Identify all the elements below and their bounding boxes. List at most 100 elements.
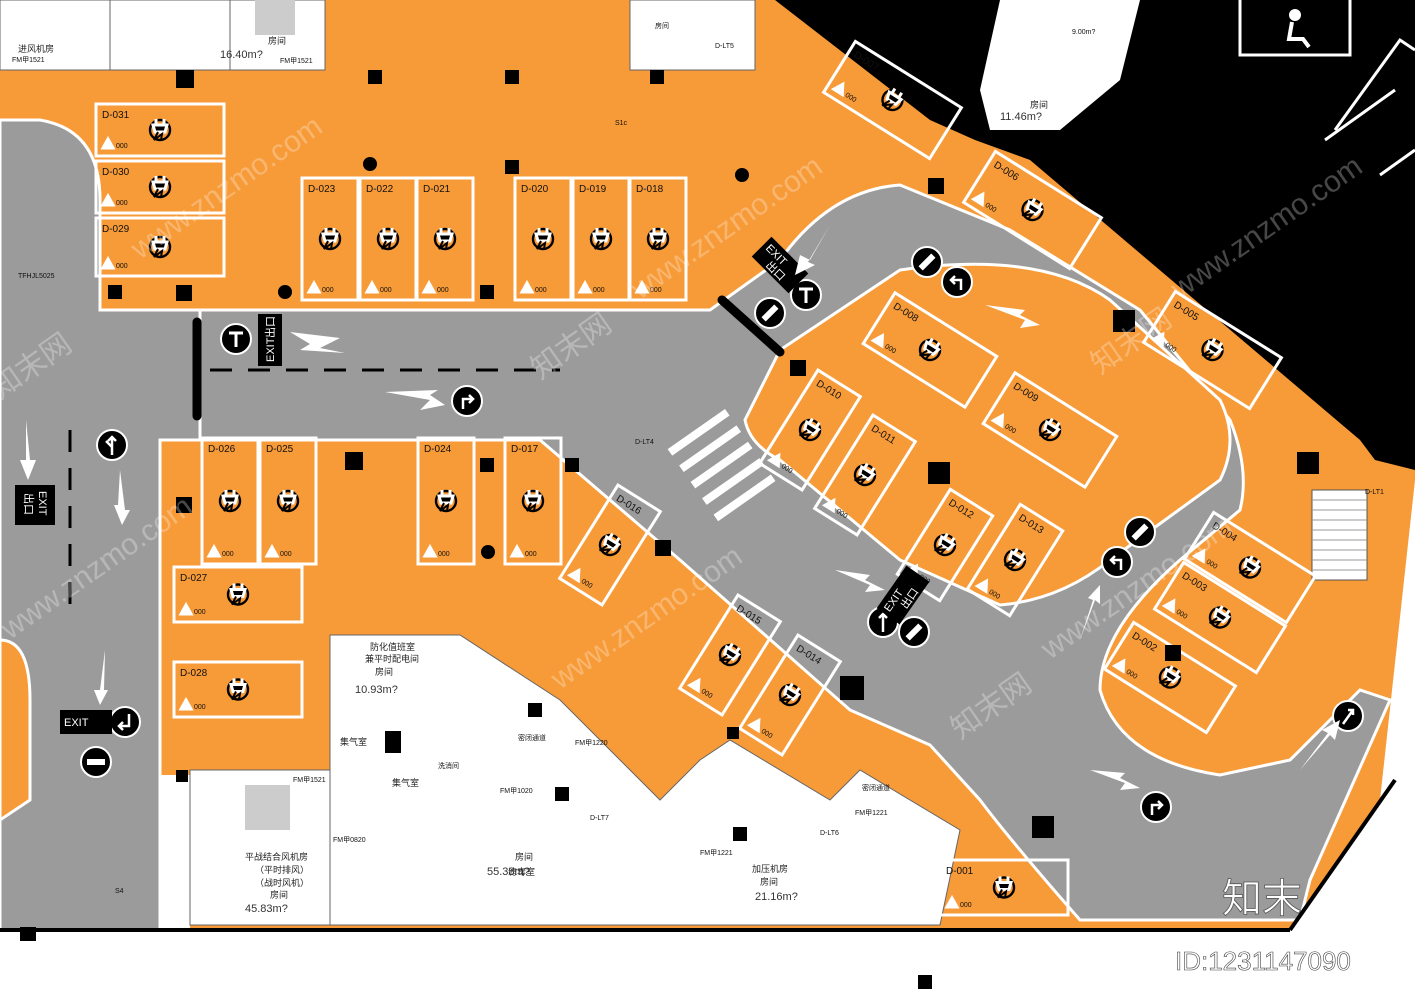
exit-sign: EXIT 出口: [15, 485, 55, 525]
parking-space-label: D-001: [946, 866, 974, 877]
room-area: 21.16m?: [755, 891, 798, 903]
gas-room-label: 集气室: [340, 736, 367, 747]
arrow-down: [20, 420, 36, 480]
stair-lt1: [1311, 489, 1368, 581]
parking-space-code: 000: [194, 609, 206, 616]
parking-space-code: 000: [116, 200, 128, 207]
room-top-label: 房间: [268, 35, 286, 46]
accessible-parking-icon: [1238, 0, 1352, 57]
parking-space: [94, 159, 226, 215]
parking-space-code: 000: [222, 551, 234, 558]
room-area: 10.93m?: [355, 684, 398, 696]
parking-space: [965, 502, 1065, 618]
direction-arrows: [20, 225, 1340, 790]
parking-space-label: D-030: [102, 167, 130, 178]
brand-logo: 知末: [1222, 876, 1302, 922]
parking-space: [812, 413, 918, 537]
parking-space-outline: [1152, 560, 1288, 675]
parking-space: [961, 149, 1104, 271]
parking-space: [981, 370, 1119, 490]
door-code: FM甲1521: [12, 56, 45, 64]
door-code: FM甲1521: [293, 776, 326, 784]
parking-space-label: D-019: [579, 184, 607, 195]
room-area: 11.46m?: [1000, 111, 1042, 123]
door-code: FM甲1221: [855, 809, 888, 817]
no-entry-sign[interactable]: [80, 746, 112, 778]
no-entry-sign[interactable]: [898, 616, 930, 648]
turn-right-sign[interactable]: [1140, 791, 1172, 823]
no-entry-sign[interactable]: [1124, 516, 1156, 548]
driveway: [0, 118, 1393, 932]
turn-left-sign[interactable]: [1101, 546, 1133, 578]
lane-centerline: [68, 368, 560, 620]
exit-sign: EXIT: [60, 710, 112, 734]
door-code: FM甲0820: [333, 836, 366, 844]
parking-space-outline: [812, 413, 918, 537]
parking-space-outline: [557, 483, 663, 607]
airlock-label: 密闭通道: [518, 733, 546, 742]
pressure-room-label: 加压机房: [752, 863, 788, 874]
parking-space-code: 000: [280, 551, 292, 558]
parking-space-outline: [861, 290, 999, 410]
fan-room-label: 平战结合风机房: [245, 851, 308, 862]
straight-ahead-sign[interactable]: [1332, 700, 1364, 732]
parking-space-outline: [1141, 289, 1284, 411]
hatch-blocks: [245, 0, 295, 830]
fan-room-sub: （战时风机）: [255, 877, 309, 888]
parking-space-label: D-023: [308, 184, 336, 195]
parking-space-outline: [94, 102, 226, 158]
t-junction-sign[interactable]: [790, 279, 822, 311]
room-label: 房间: [270, 889, 288, 900]
exit-sign-cn: 出口: [22, 493, 36, 515]
parking-space: [677, 593, 783, 717]
parking-space-outline: [938, 858, 1070, 917]
parking-space: [757, 368, 863, 492]
stair-code: D-LT4: [635, 439, 654, 446]
t-junction-sign[interactable]: [220, 323, 252, 355]
parking-space-outline: [821, 39, 964, 161]
no-entry-sign[interactable]: [911, 246, 943, 278]
turn-left-sign[interactable]: [941, 266, 973, 298]
room-top-area: 16.40m?: [220, 49, 263, 61]
parking-space: [1141, 289, 1284, 411]
turn-right-sign[interactable]: [451, 385, 483, 417]
room-area: 45.83m?: [245, 903, 288, 915]
door-code: FM甲1220: [575, 739, 608, 747]
parking-space-label: D-025: [266, 444, 294, 455]
parking-space-code: 000: [438, 551, 450, 558]
parking-space-outline: [1182, 510, 1318, 625]
parking-space-outline: [94, 216, 226, 278]
parking-space-code: 000: [535, 287, 547, 294]
parking-space-label: D-024: [424, 444, 452, 455]
stair-code: D-LT1: [1365, 489, 1384, 496]
building-block-black: [775, 0, 1415, 470]
turn-right-sign[interactable]: [109, 706, 141, 738]
parking-space-outline: [757, 368, 863, 492]
decon-label: 洗消间: [438, 761, 459, 770]
room-label: 房间: [515, 851, 533, 862]
parking-space-outline: [513, 176, 573, 302]
parking-space-outline: [961, 149, 1104, 271]
split-direction-sign[interactable]: [96, 429, 128, 461]
barrier-bars: [192, 295, 785, 421]
parking-space: [172, 660, 304, 719]
no-entry-sign[interactable]: [754, 297, 786, 329]
parking-space: [94, 216, 226, 278]
stair-code: D-LT5: [715, 43, 734, 50]
parking-space-label: D-029: [102, 224, 130, 235]
zone-code: S4: [115, 888, 124, 895]
structural-columns: [20, 70, 1319, 989]
parking-space: [503, 436, 563, 566]
parking-space-code: 000: [650, 287, 662, 294]
walls: [0, 778, 1397, 932]
parking-space: [513, 176, 573, 302]
parking-space: [861, 290, 999, 410]
parking-space-label: D-028: [180, 668, 208, 679]
parking-space: [200, 436, 260, 566]
parking-space-outline: [258, 436, 318, 566]
parking-space: [557, 483, 663, 607]
parking-space: [1152, 560, 1288, 675]
crosswalk: [667, 408, 776, 522]
parking-space: [416, 436, 476, 566]
